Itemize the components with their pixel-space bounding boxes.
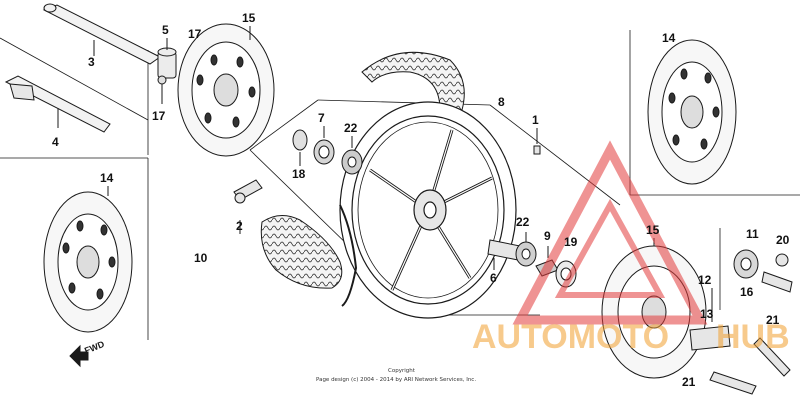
copyright-line2: Page design (c) 2004 - 2014 by ARI Netwo… bbox=[316, 377, 476, 383]
callout-3: 3 bbox=[88, 55, 95, 69]
fwd-arrow bbox=[69, 344, 89, 368]
callout-13: 13 bbox=[700, 307, 714, 321]
callout-18: 18 bbox=[292, 167, 306, 181]
callout-15-bottom: 15 bbox=[646, 223, 660, 237]
brake-disc-left bbox=[43, 186, 133, 333]
callout-9: 9 bbox=[544, 229, 551, 243]
copyright-line1: Copyright bbox=[388, 368, 416, 374]
hub-bearings-left bbox=[292, 126, 363, 175]
callout-10: 10 bbox=[194, 251, 208, 265]
callout-20: 20 bbox=[776, 233, 790, 247]
tire-lower bbox=[260, 204, 358, 307]
callout-labels: 3 4 5 17 17 15 14 14 7 22 18 2 10 8 1 22… bbox=[52, 11, 790, 389]
callout-2: 2 bbox=[236, 219, 243, 233]
callout-22-upper: 22 bbox=[344, 121, 358, 135]
callout-19: 19 bbox=[564, 235, 578, 249]
lower-right-bolts bbox=[689, 288, 791, 395]
brake-disc-top bbox=[177, 23, 275, 157]
callout-8: 8 bbox=[498, 95, 505, 109]
callout-6: 6 bbox=[490, 271, 497, 285]
bolt-part-1 bbox=[533, 128, 541, 155]
frame-lines bbox=[0, 30, 800, 340]
wheel-rim bbox=[339, 101, 517, 319]
callout-1: 1 bbox=[532, 113, 539, 127]
callout-21-b: 21 bbox=[682, 375, 696, 389]
callout-11: 11 bbox=[746, 227, 759, 241]
callout-15-top: 15 bbox=[242, 11, 256, 25]
watermark-word-left: AUTOMOTO bbox=[472, 318, 669, 356]
callout-14-left: 14 bbox=[100, 171, 114, 185]
valve-part-2 bbox=[233, 179, 263, 234]
right-fittings bbox=[733, 249, 793, 293]
callout-17-lower: 17 bbox=[152, 109, 166, 123]
axle-part-4 bbox=[4, 75, 111, 133]
callout-12: 12 bbox=[698, 273, 712, 287]
callout-21-a: 21 bbox=[766, 313, 780, 327]
axle-part-3 bbox=[42, 3, 161, 65]
callout-14-right: 14 bbox=[662, 31, 676, 45]
brake-disc-right bbox=[647, 39, 737, 185]
hub-bearings-right bbox=[487, 232, 577, 288]
collar-part-5 bbox=[157, 38, 177, 79]
callout-4: 4 bbox=[52, 135, 59, 149]
callout-7: 7 bbox=[318, 111, 325, 125]
callout-17-upper: 17 bbox=[188, 27, 202, 41]
watermark-word-right: HUB bbox=[716, 318, 790, 356]
callout-5: 5 bbox=[162, 23, 169, 37]
fwd-label: FWD bbox=[83, 339, 106, 356]
callout-16: 16 bbox=[740, 285, 754, 299]
callout-22-lower: 22 bbox=[516, 215, 530, 229]
watermark: AUTOMOTO HUB bbox=[472, 140, 790, 356]
